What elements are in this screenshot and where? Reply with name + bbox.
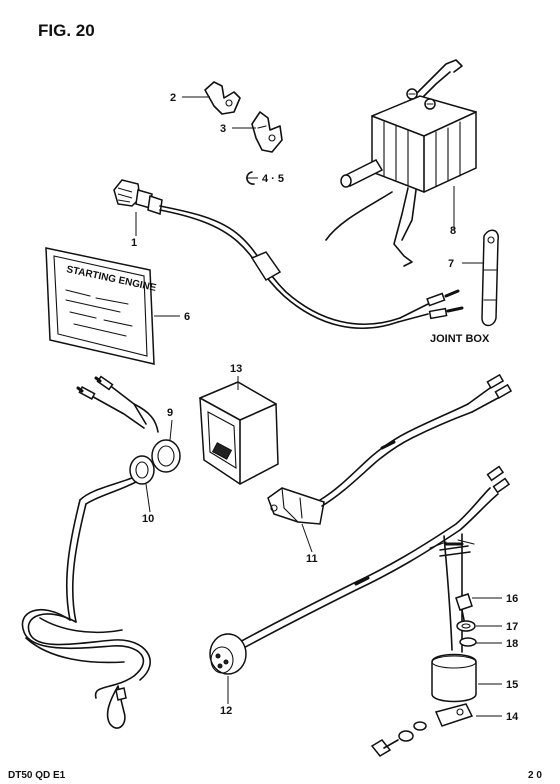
footer-model: DT50 QD E1 [8, 770, 66, 781]
callout-18: 18 [506, 638, 518, 650]
part-1-switch [113, 179, 464, 329]
footer-page: 2 0 [528, 770, 542, 781]
part-3-clip [251, 111, 283, 153]
part-9-10-harness [21, 375, 181, 729]
part-12-cable [209, 465, 511, 675]
callout-17: 17 [506, 621, 518, 633]
part-8-solenoid [325, 59, 477, 267]
part-4-5-e-ring [246, 171, 255, 185]
callout-7: 7 [448, 258, 454, 270]
callout-6: 6 [184, 311, 190, 323]
part-7-joint-box-bracket [481, 229, 499, 327]
callout-15: 15 [506, 679, 518, 691]
callout-4-5: 4 · 5 [262, 173, 284, 185]
callout-12: 12 [220, 705, 232, 717]
callouts: 2 3 4 · 5 1 6 7 8 9 10 11 12 13 14 15 16… [131, 92, 519, 723]
callout-14: 14 [506, 711, 519, 723]
part-11-connector [267, 373, 513, 525]
callout-3: 3 [220, 123, 226, 135]
callout-8: 8 [450, 225, 456, 237]
callout-11: 11 [306, 553, 318, 565]
joint-box-label: JOINT BOX [430, 333, 490, 345]
part-6-label-plate: STARTING ENGINE [45, 247, 157, 365]
callout-13: 13 [230, 363, 242, 375]
part-2-clip [204, 81, 241, 115]
part-13-rectifier [199, 381, 279, 485]
callout-10: 10 [142, 513, 154, 525]
callout-16: 16 [506, 593, 518, 605]
leader-lines [135, 96, 502, 717]
callout-2: 2 [170, 92, 176, 104]
part-14-18-assembly [370, 533, 477, 757]
callout-1: 1 [131, 237, 137, 249]
figure-title: FIG. 20 [38, 21, 95, 40]
callout-9: 9 [167, 407, 173, 419]
